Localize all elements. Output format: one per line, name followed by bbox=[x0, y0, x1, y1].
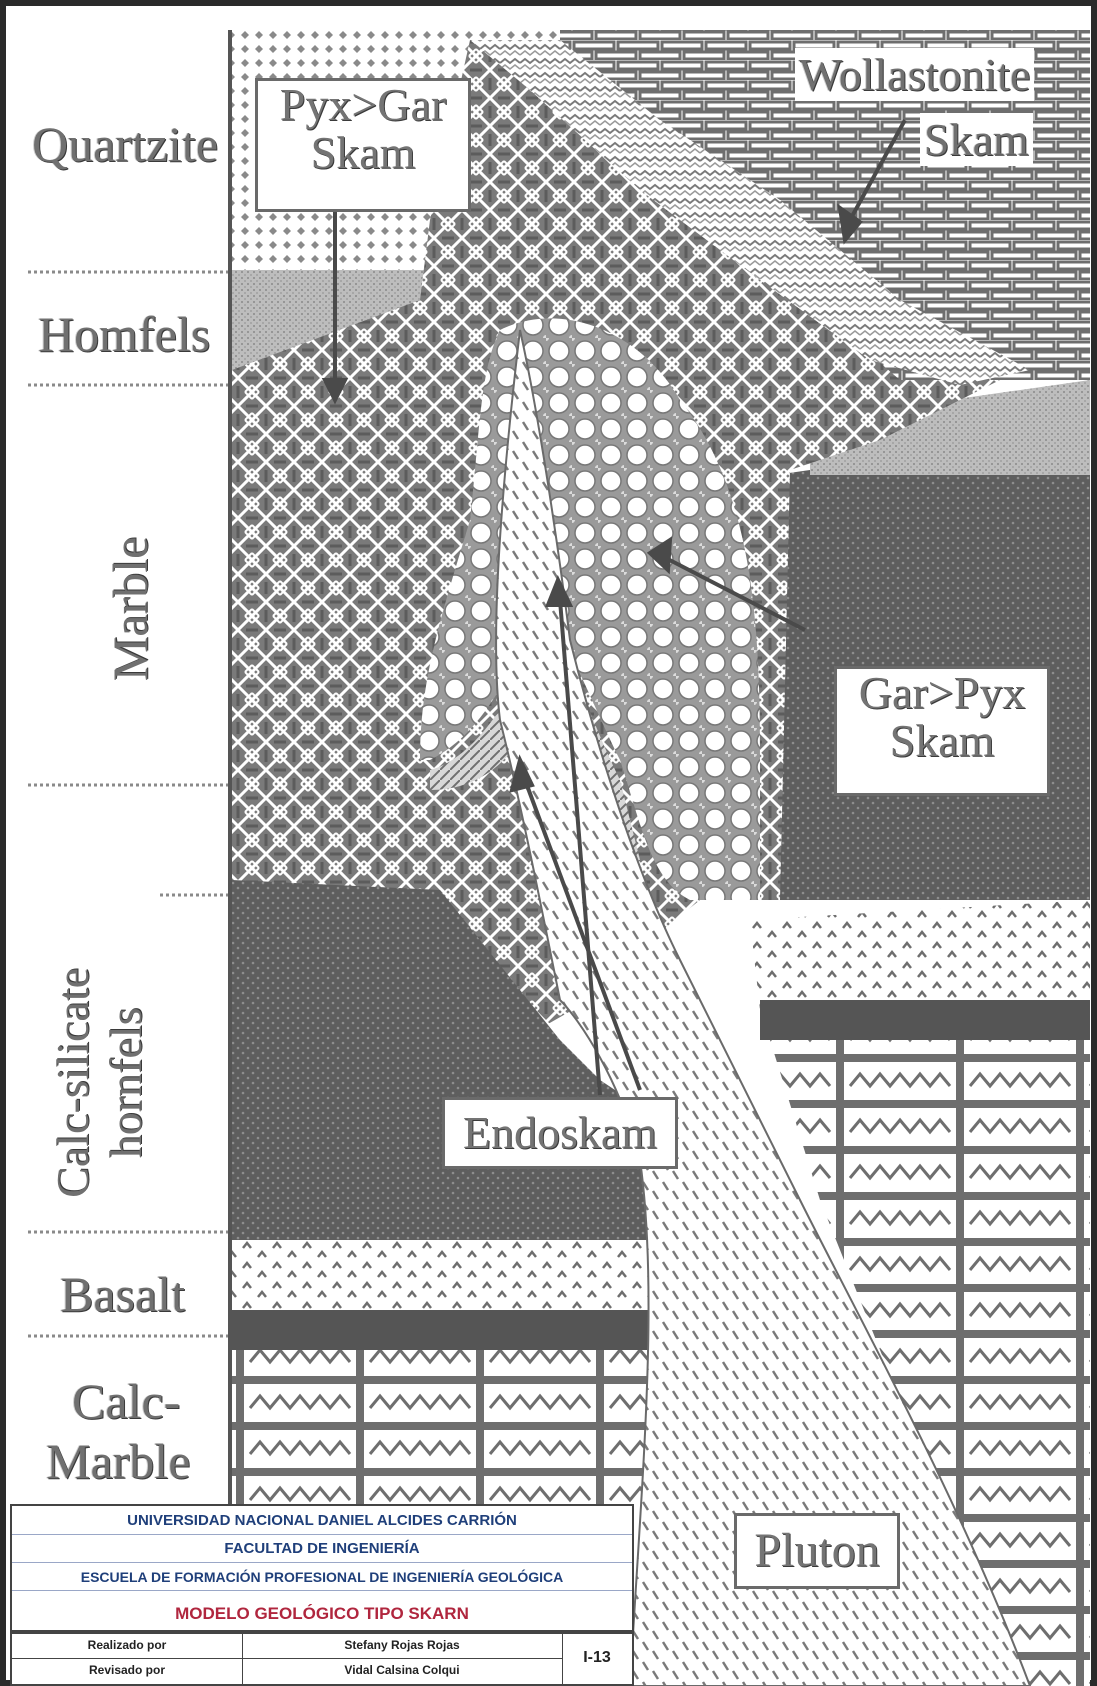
label-wollastonite: Wollastonite bbox=[795, 48, 1034, 101]
label-pyx-gar-line1: Pyx>Gar bbox=[258, 81, 468, 129]
label-pyx-gar-skarn: Pyx>Gar Skam bbox=[255, 78, 471, 212]
title-block: UNIVERSIDAD NACIONAL DANIEL ALCIDES CARR… bbox=[10, 1504, 634, 1686]
made-by-value: Stefany Rojas Rojas bbox=[242, 1638, 562, 1652]
layer-label-basalt: Basalt bbox=[60, 1265, 185, 1323]
dark-band-right bbox=[760, 1000, 1090, 1040]
dark-band-left bbox=[232, 1310, 672, 1350]
label-gar-pyx-skarn: Gar>Pyx Skam bbox=[834, 666, 1050, 796]
layer-label-quartzite: Quartzite bbox=[32, 115, 218, 173]
label-endoskarn: Endoskam bbox=[442, 1097, 678, 1169]
title-model: MODELO GEOLÓGICO TIPO SKARN bbox=[12, 1598, 632, 1632]
sheet-number: I-13 bbox=[562, 1649, 632, 1667]
reviewed-by-value: Vidal Calsina Colqui bbox=[242, 1663, 562, 1677]
reviewed-by-label: Revisado por bbox=[12, 1663, 242, 1677]
label-gar-pyx-line2: Skam bbox=[837, 717, 1047, 765]
layer-label-calc-marble-2: Marble bbox=[46, 1432, 190, 1490]
label-pyx-gar-line2: Skam bbox=[258, 129, 468, 177]
title-university: UNIVERSIDAD NACIONAL DANIEL ALCIDES CARR… bbox=[12, 1508, 632, 1535]
layer-label-calc-marble-1: Calc- bbox=[72, 1372, 180, 1430]
calc-marble-left bbox=[232, 1350, 672, 1510]
title-faculty: FACULTAD DE INGENIERÍA bbox=[12, 1536, 632, 1563]
title-school: ESCUELA DE FORMACIÓN PROFESIONAL DE INGE… bbox=[12, 1564, 632, 1591]
made-by-label: Realizado por bbox=[12, 1638, 242, 1652]
layer-label-hornfels: Homfels bbox=[38, 305, 210, 363]
basalt-left bbox=[232, 1240, 672, 1310]
label-wollastonite-skarn: Skam bbox=[920, 113, 1033, 166]
layer-label-calc-silicate: Calc-silicate hornfels bbox=[47, 893, 153, 1273]
label-pluton: Pluton bbox=[734, 1513, 900, 1589]
layer-label-marble: Marble bbox=[101, 509, 159, 709]
label-gar-pyx-line1: Gar>Pyx bbox=[837, 669, 1047, 717]
